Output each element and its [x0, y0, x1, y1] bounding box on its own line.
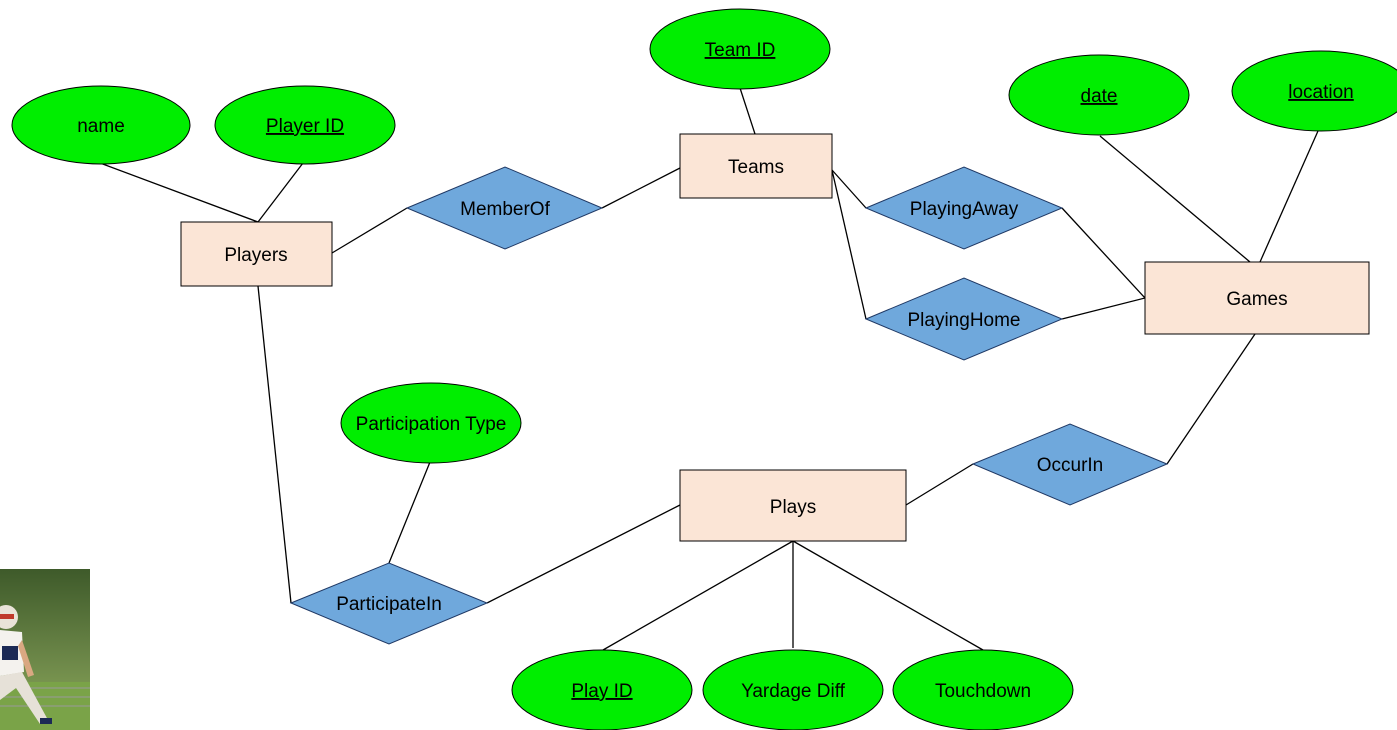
attribute-touchdown: Touchdown [892, 649, 1074, 730]
edge-plays-touchdown [792, 540, 984, 651]
attribute-play-id: Play ID [511, 649, 693, 730]
edge-occurin-plays [905, 463, 974, 506]
attribute-date-label: date [1081, 86, 1118, 107]
entity-teams-label: Teams [728, 157, 784, 178]
edge-playingaway-games [1061, 207, 1146, 299]
attribute-touchdown-label: Touchdown [935, 681, 1031, 702]
attribute-player-id-label: Player ID [266, 116, 344, 137]
relationship-playing-away-label: PlayingAway [910, 199, 1019, 220]
edge-teamid-teams [739, 87, 756, 135]
attribute-name: name [11, 85, 191, 165]
edge-name-players [99, 162, 259, 223]
attribute-location: location [1231, 50, 1397, 132]
attribute-location-label: location [1288, 82, 1354, 103]
edge-participationtype-participatein [388, 461, 431, 564]
attribute-date: date [1008, 54, 1190, 136]
relationship-playing-home-label: PlayingHome [908, 310, 1021, 331]
relationship-participate-in-label: ParticipateIn [336, 594, 442, 615]
edge-games-occurin [1166, 333, 1256, 465]
attribute-player-id: Player ID [214, 85, 396, 165]
entity-players-label: Players [224, 245, 287, 266]
entity-teams: Teams [679, 133, 833, 199]
edge-teams-playingaway [831, 169, 867, 209]
entity-players: Players [180, 221, 333, 287]
attribute-name-label: name [77, 116, 125, 137]
attribute-play-id-label: Play ID [571, 681, 632, 702]
attribute-team-id-label: Team ID [705, 40, 776, 61]
relationship-occur-in: OccurIn [971, 423, 1169, 506]
entity-games: Games [1144, 261, 1370, 335]
edge-teams-playinghome [831, 169, 867, 320]
entity-plays: Plays [679, 469, 907, 542]
attribute-yardage-diff: Yardage Diff [702, 649, 884, 730]
edge-players-participatein [257, 285, 292, 604]
attribute-participation-type-label: Participation Type [356, 414, 507, 435]
attribute-team-id: Team ID [649, 8, 831, 90]
entity-games-label: Games [1226, 289, 1287, 310]
edge-participatein-plays [486, 504, 681, 604]
relationship-participate-in: ParticipateIn [289, 562, 489, 645]
football-player-photo [0, 569, 90, 730]
relationship-playing-home: PlayingHome [864, 277, 1064, 361]
edge-playinghome-games [1061, 297, 1146, 320]
edge-memberof-teams [601, 167, 681, 209]
edge-players-memberof [331, 207, 408, 254]
edge-location-games [1259, 130, 1319, 263]
relationship-playing-away: PlayingAway [864, 166, 1064, 250]
relationship-member-of-label: MemberOf [460, 199, 550, 220]
relationship-occur-in-label: OccurIn [1037, 455, 1104, 476]
edge-date-games [1099, 135, 1251, 263]
edge-plays-playid [602, 540, 794, 651]
relationship-member-of: MemberOf [405, 166, 604, 250]
attribute-yardage-diff-label: Yardage Diff [741, 681, 846, 702]
edges [99, 87, 1319, 651]
attribute-participation-type: Participation Type [340, 382, 522, 464]
edge-playerid-players [257, 162, 304, 223]
entity-plays-label: Plays [770, 497, 816, 518]
